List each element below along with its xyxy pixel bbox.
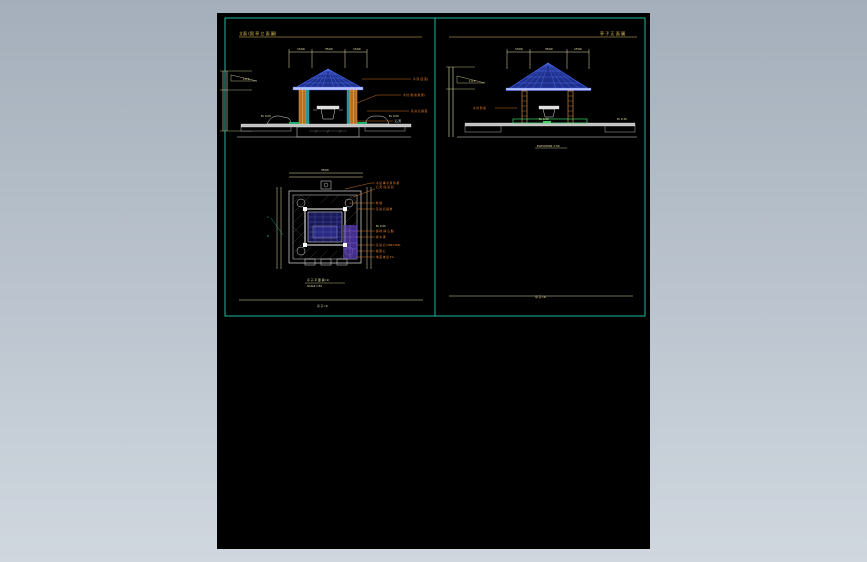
level-label: EL 0.00 bbox=[539, 117, 549, 121]
stone-table bbox=[316, 105, 340, 110]
dim-label: 1500 bbox=[574, 47, 582, 51]
svg-text:1:0.5: 1:0.5 bbox=[243, 77, 250, 81]
scale-label: SCALE 1:50 bbox=[307, 284, 322, 288]
left-title: 立面 (園 亭 立 面 圖) bbox=[239, 30, 277, 36]
annotation: 花 崗 岩 鋪 地 bbox=[376, 207, 393, 211]
level-label: EL 0.00 bbox=[261, 114, 271, 118]
caption: ELEVATION 1:50 bbox=[537, 144, 560, 148]
bottom-label-left: 亭 子 (1) bbox=[317, 304, 328, 308]
annotation: 花 崗 岩 (300×300) bbox=[376, 243, 400, 247]
svg-text:B: B bbox=[267, 234, 269, 238]
annotation: 石 凳 (花 崗 岩) bbox=[376, 185, 394, 189]
pavilion-plan: 3500 A B bbox=[267, 168, 400, 288]
drawing-sheet[interactable]: 立面 (園 亭 立 面 圖) 亭 子 正 面 圖 1500 3500 1500 bbox=[217, 13, 650, 549]
column-base bbox=[296, 198, 306, 208]
annotation: 排 水 溝 bbox=[376, 235, 386, 239]
annotation: 收 邊 石 bbox=[376, 249, 386, 253]
right-elevation: 1500 3500 1500 1:0.5 bbox=[446, 47, 637, 149]
annotation: 石 凳 bbox=[395, 119, 401, 123]
pillar-left bbox=[521, 90, 528, 124]
dim-label: 3500 bbox=[321, 168, 329, 172]
annotation: 木 柱 防 腐 bbox=[473, 106, 486, 110]
annotation: 亭 頂 (瓦 面) bbox=[413, 77, 428, 81]
caption: 亭 子 平 面 圖 (1) bbox=[307, 278, 329, 282]
roof bbox=[506, 62, 591, 90]
column-base bbox=[296, 246, 306, 256]
dim-label: 1500 bbox=[297, 47, 305, 51]
bottom-label-right: 亭 子 (2) bbox=[535, 295, 546, 299]
dim-label: 3500 bbox=[545, 47, 553, 51]
dim-label: 1500 bbox=[515, 47, 523, 51]
dim-label: 1500 bbox=[353, 47, 361, 51]
annotation: 鋪 地 (青 石 板) bbox=[376, 229, 394, 233]
annotation: 木 柱 (防 腐 處 理) bbox=[403, 93, 425, 97]
stone-table bbox=[538, 105, 560, 110]
level-label: EL 0.00 bbox=[389, 114, 399, 118]
svg-text:A: A bbox=[267, 215, 269, 219]
annotation: 花 崗 岩 鋪 面 bbox=[411, 109, 428, 113]
annotation: EL 0.00 bbox=[376, 224, 386, 228]
svg-text:1:0.5: 1:0.5 bbox=[469, 79, 476, 83]
roof bbox=[293, 68, 364, 89]
shrub bbox=[364, 115, 390, 125]
shrub bbox=[266, 115, 292, 125]
annotation: 木 結 構 亭 頂 俯 視 bbox=[376, 181, 400, 185]
left-elevation: 1500 3500 1500 1:0.5 bbox=[220, 47, 428, 138]
pillar-right bbox=[567, 90, 574, 124]
annotation: 柱 礎 bbox=[376, 201, 382, 205]
right-title: 亭 子 正 面 圖 bbox=[600, 30, 625, 36]
cad-drawing: 立面 (園 亭 立 面 圖) 亭 子 正 面 圖 1500 3500 1500 bbox=[220, 17, 646, 317]
annotation: 地 面 坡 度 1% bbox=[376, 255, 394, 259]
dim-label: 3500 bbox=[325, 47, 333, 51]
level-label: EL 0.30 bbox=[617, 117, 627, 121]
